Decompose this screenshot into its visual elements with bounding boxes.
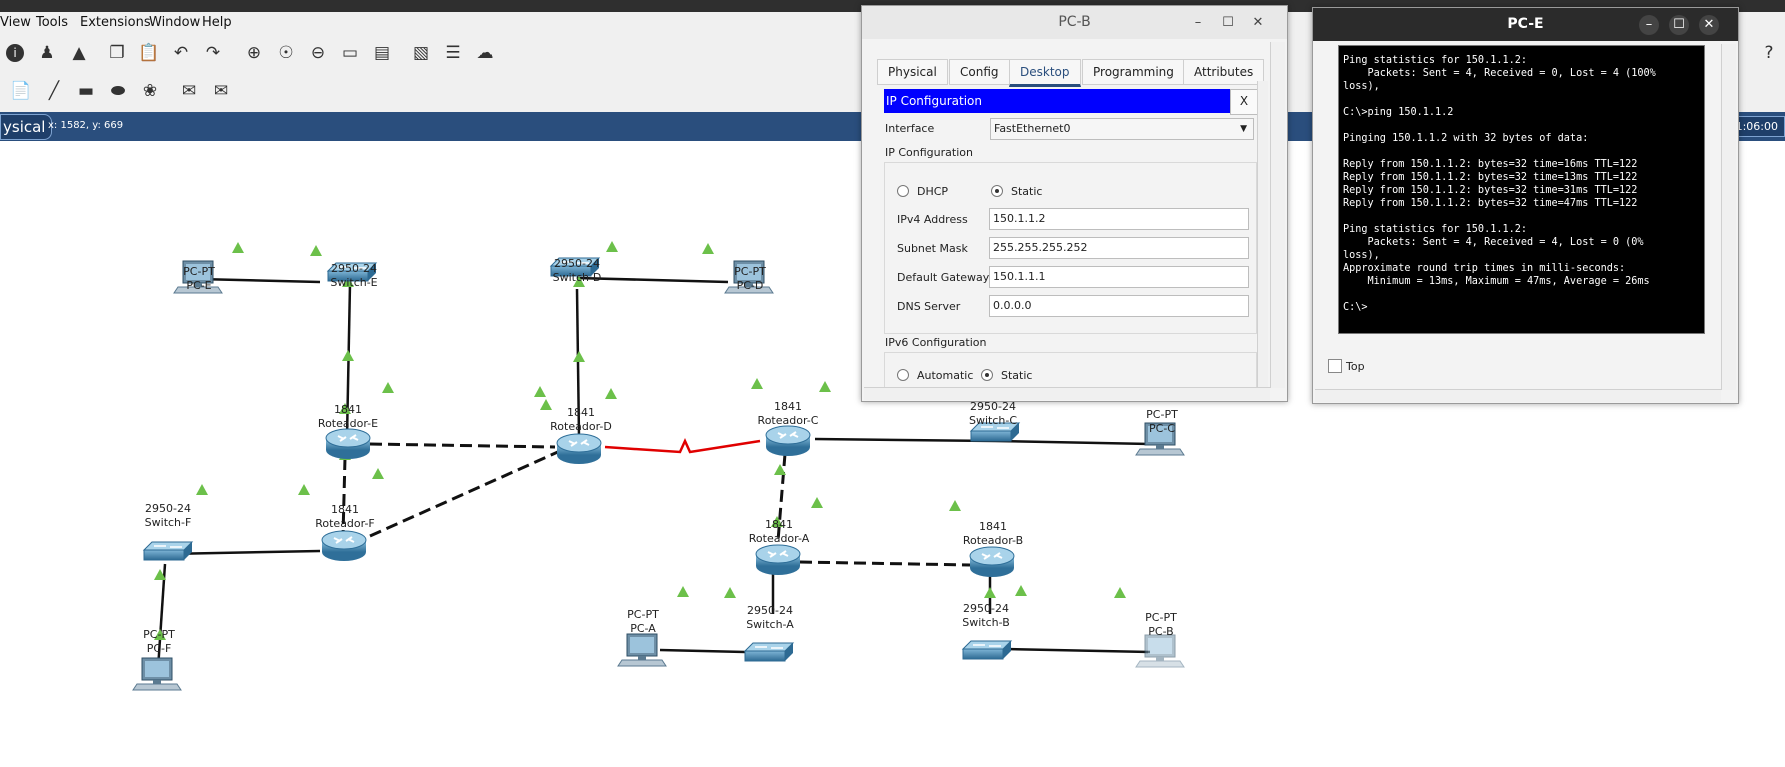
ipv6-automatic-radio[interactable]: [897, 369, 909, 381]
pc-b-title: PC-B: [1058, 14, 1091, 30]
pc-e-vertical-scrollbar[interactable]: [1721, 44, 1736, 390]
question-icon[interactable]: ?: [1764, 43, 1774, 63]
tab-programming[interactable]: Programming: [1082, 59, 1185, 85]
interface-label: Interface: [885, 122, 935, 135]
pc-e-titlebar[interactable]: PC-E – ☐ ✕: [1313, 8, 1738, 41]
activity-wizard-icon[interactable]: ▲: [72, 43, 86, 63]
ipv4-label: IPv4 Address: [897, 213, 968, 226]
ip-configuration-header: IP Configuration: [884, 89, 1230, 113]
menu-extensions[interactable]: Extensions: [80, 15, 151, 30]
maximize-icon[interactable]: ☐: [1222, 15, 1234, 30]
info-icon[interactable]: i: [4, 42, 26, 64]
default-gateway-field[interactable]: 150.1.1.1: [989, 266, 1249, 288]
minimize-icon[interactable]: –: [1639, 15, 1659, 35]
menu-window[interactable]: Window: [149, 15, 201, 30]
ip-configuration-section-label: IP Configuration: [885, 146, 973, 159]
ellipse-icon[interactable]: ⬬: [110, 81, 126, 101]
pc-e-horizontal-scrollbar[interactable]: [1315, 389, 1721, 402]
ipv4-address-field[interactable]: 150.1.1.2: [989, 208, 1249, 230]
ipv6-static-radio[interactable]: [981, 369, 993, 381]
drawing-palette-icon[interactable]: ▭: [341, 43, 359, 63]
menu-tools[interactable]: Tools: [36, 15, 69, 30]
zoom-out-icon[interactable]: ⊖: [310, 43, 326, 63]
menu-view[interactable]: View: [0, 15, 31, 30]
physical-mode-tab[interactable]: ysical: [0, 114, 53, 140]
ipv6-static-label: Static: [1001, 369, 1033, 382]
minimize-icon[interactable]: –: [1194, 15, 1202, 30]
add-complex-pdu-icon[interactable]: ✉: [213, 81, 229, 101]
add-pdu-icon[interactable]: ✉: [181, 81, 197, 101]
zoom-reset-icon[interactable]: ☉: [278, 43, 294, 63]
rectangle-icon[interactable]: ▬: [77, 81, 95, 101]
pc-b-vertical-scrollbar[interactable]: [1270, 42, 1285, 388]
tab-attributes[interactable]: Attributes: [1183, 59, 1265, 85]
dhcp-label: DHCP: [917, 185, 949, 198]
static-radio[interactable]: [991, 185, 1003, 197]
line-icon[interactable]: ╱: [48, 81, 60, 101]
pc-e-title: PC-E: [1507, 16, 1544, 32]
chevron-down-icon: ▼: [1240, 124, 1247, 134]
pc-b-titlebar[interactable]: PC-B – ☐ ✕: [862, 6, 1287, 39]
note-icon[interactable]: 📄: [10, 81, 32, 101]
notes-icon[interactable]: ☁: [476, 43, 494, 63]
ipv6-configuration-section: Automatic Static: [884, 352, 1257, 393]
ip-config-close-button[interactable]: X: [1230, 89, 1258, 115]
zoom-in-icon[interactable]: ⊕: [246, 43, 262, 63]
subnet-mask-label: Subnet Mask: [897, 242, 968, 255]
pc-e-window: PC-E – ☐ ✕ Ping statistics for 150.1.1.2…: [1312, 7, 1739, 404]
redo-icon[interactable]: ↷: [205, 43, 221, 63]
top-checkbox[interactable]: [1328, 359, 1342, 373]
topology-canvas: [132, 241, 1185, 691]
cursor-coordinates: x: 1582, y: 669: [48, 120, 124, 131]
close-icon[interactable]: ✕: [1699, 15, 1719, 35]
undo-icon[interactable]: ↶: [173, 43, 189, 63]
ipv6-automatic-label: Automatic: [917, 369, 974, 382]
subnet-mask-field[interactable]: 255.255.255.252: [989, 237, 1249, 259]
device-dialog-icon[interactable]: ▧: [412, 43, 430, 63]
user-icon[interactable]: ♟: [39, 43, 55, 63]
maximize-icon[interactable]: ☐: [1669, 15, 1689, 35]
tab-physical[interactable]: Physical: [877, 59, 948, 85]
menu-help[interactable]: Help: [202, 15, 232, 30]
tab-config[interactable]: Config: [949, 59, 1010, 85]
copy-icon[interactable]: ❐: [109, 43, 125, 63]
custom-device-icon[interactable]: ▤: [373, 43, 391, 63]
dhcp-radio[interactable]: [897, 185, 909, 197]
interface-select[interactable]: FastEthernet0 ▼: [990, 118, 1254, 140]
pc-b-horizontal-scrollbar[interactable]: [864, 387, 1270, 400]
ip-config-scrollbar[interactable]: [1257, 81, 1268, 388]
close-icon[interactable]: ✕: [1252, 15, 1264, 30]
pc-b-window: PC-B – ☐ ✕ Physical Config Desktop Progr…: [861, 5, 1288, 402]
ipv6-configuration-section-label: IPv6 Configuration: [885, 336, 987, 349]
freeform-icon[interactable]: ❀: [142, 81, 158, 101]
dns-server-label: DNS Server: [897, 300, 961, 313]
default-gateway-label: Default Gateway: [897, 271, 990, 284]
cluster-icon[interactable]: ☰: [445, 43, 461, 63]
static-label: Static: [1011, 185, 1043, 198]
paste-icon[interactable]: 📋: [138, 43, 160, 63]
dns-server-field[interactable]: 0.0.0.0: [989, 295, 1249, 317]
ip-configuration-section: DHCP Static IPv4 Address 150.1.1.2 Subne…: [884, 162, 1257, 334]
command-prompt-terminal[interactable]: Ping statistics for 150.1.1.2: Packets: …: [1338, 45, 1705, 334]
tab-desktop[interactable]: Desktop: [1009, 59, 1081, 87]
top-label: Top: [1346, 360, 1365, 373]
